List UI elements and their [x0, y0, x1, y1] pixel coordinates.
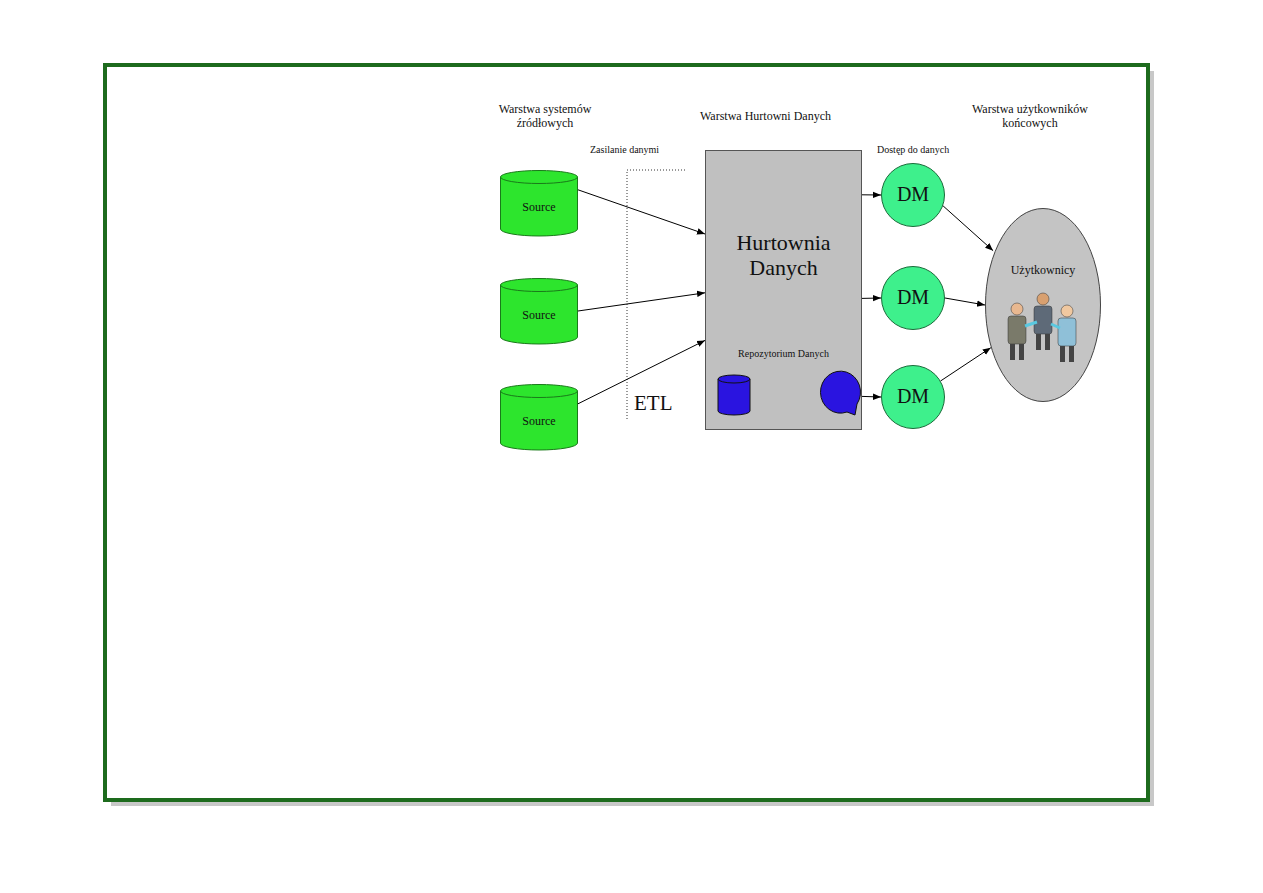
users-outline [986, 209, 1101, 402]
node-text: Hurtownia Danych [705, 230, 862, 281]
layer-label: Zasilanie danymi [590, 144, 690, 156]
person-leg [1036, 334, 1041, 350]
node-text: Source [500, 415, 578, 429]
flow-arrow [943, 206, 993, 251]
person-head [1011, 303, 1023, 315]
person-leg [1019, 344, 1024, 360]
flow-arrow [578, 293, 705, 311]
cylinder-top [501, 279, 578, 292]
repository-database-top [718, 375, 750, 383]
flow-arrow [945, 298, 985, 305]
node-text: DM [881, 183, 945, 206]
repository-database [718, 379, 750, 415]
person-head [1061, 305, 1073, 317]
data-mart-circle: DM [881, 365, 945, 429]
slide-frame [105, 65, 1148, 800]
node-text: Użytkownicy [985, 264, 1101, 278]
layer-label: ETL [634, 391, 684, 415]
node-text: Repozytorium Danych [705, 348, 862, 360]
data-mart-circle: DM [881, 163, 945, 227]
node-text: Source [500, 201, 578, 215]
node-outline [985, 208, 1101, 402]
data-mart-outline [882, 267, 945, 330]
cylinder-top [501, 171, 578, 184]
node-text: Source [500, 309, 578, 323]
data-mart-outline [882, 164, 945, 227]
etl-boundary [627, 170, 685, 420]
users-ellipse: Użytkownicy [985, 208, 1101, 402]
data-mart-circle: DM [881, 266, 945, 330]
flow-arrow [862, 194, 881, 195]
person-body [1008, 316, 1026, 344]
person-body [1034, 306, 1052, 334]
person-leg [1060, 346, 1065, 362]
handshake [1025, 322, 1060, 328]
cylinder-top [501, 385, 578, 398]
warehouse-fill [706, 151, 862, 430]
node-outline [705, 150, 862, 430]
person-head [1037, 293, 1049, 305]
layer-label: Warstwa systemów źródłowych [495, 103, 595, 131]
cylinder-body [501, 391, 578, 450]
layer-label: Dostęp do danych [877, 144, 977, 156]
flow-arrow [862, 396, 881, 398]
node-text: DM [881, 286, 945, 309]
person-leg [1045, 334, 1050, 350]
source-database: Source [500, 170, 578, 236]
layer-label: Warstwa użytkowników końcowych [950, 103, 1110, 131]
person-body [1058, 318, 1076, 346]
flow-arrow [862, 298, 881, 299]
node-text: DM [881, 385, 945, 408]
flow-arrow [941, 348, 991, 381]
people-illustration [1008, 293, 1076, 362]
person-leg [1010, 344, 1015, 360]
cylinder-body [501, 285, 578, 344]
flow-arrow [578, 190, 705, 234]
cylinder-body [501, 177, 578, 236]
data-warehouse-box: Hurtownia DanychRepozytorium Danych [705, 150, 862, 430]
layer-label: Warstwa Hurtowni Danych [700, 110, 880, 124]
repository-query [820, 371, 860, 415]
data-mart-outline [882, 366, 945, 429]
source-database: Source [500, 384, 578, 450]
source-database: Source [500, 278, 578, 344]
person-leg [1069, 346, 1074, 362]
